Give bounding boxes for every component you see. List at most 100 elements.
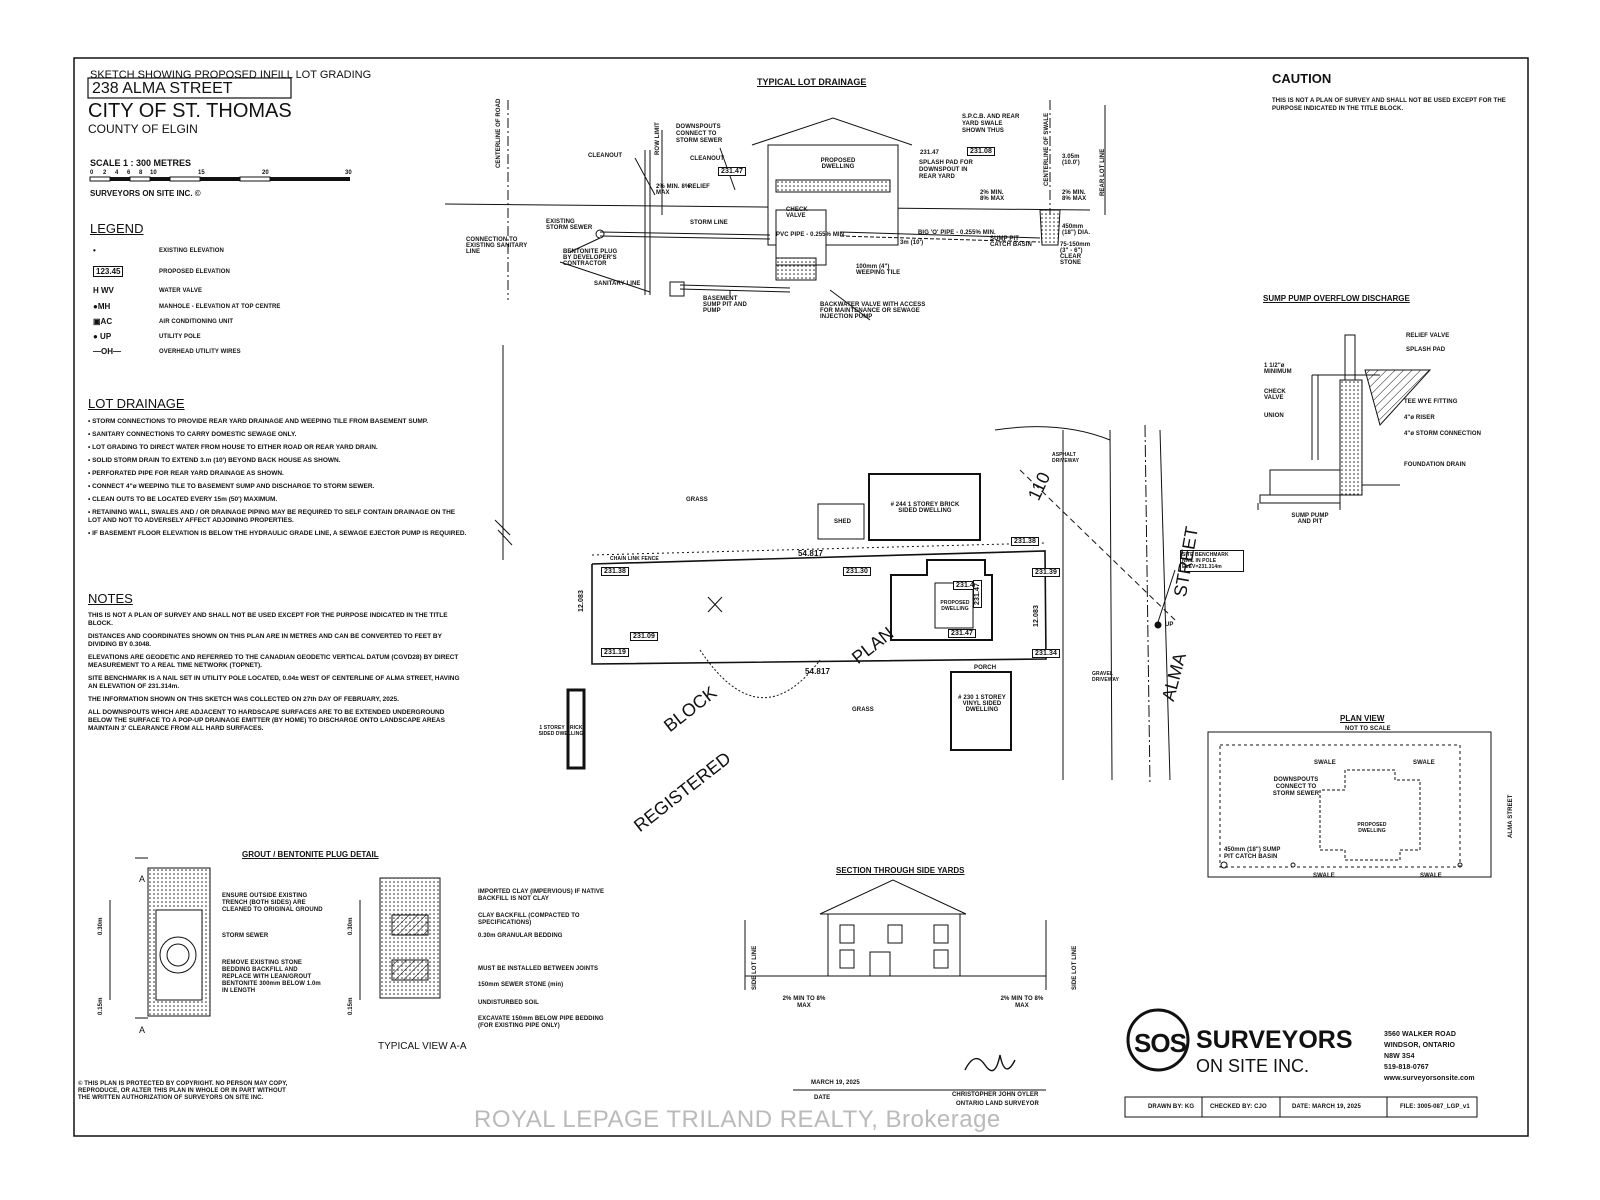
grout-dim-015-b: 0.15m [348,997,354,1015]
benchmark-label: SITE BENCHMARK NAIL IN POLE ELEV=231.314… [1180,550,1244,572]
grout-remove: REMOVE EXISTING STONE BEDDING BACKFILL A… [222,960,321,994]
sump-check: CHECK VALVE [1264,389,1286,401]
signature-scribble [964,1054,1016,1072]
grass-label-2: GRASS [852,707,874,713]
label-spcb: S.P.C.B. AND REAR YARD SWALE SHOWN THUS [962,114,1020,134]
proposed-dwelling: PROPOSED DWELLING [940,600,970,612]
legend-symbol: 123.45 [93,266,124,277]
sump-pump-title: SUMP PUMP OVERFLOW DISCHARGE [1263,294,1410,303]
sump-riser: 4"ø RISER [1404,415,1435,421]
label-pvc-pipe: PVC PIPE - 0.255% MIN. [776,232,846,238]
label-min-2pct-b: 2% MIN. 8% MAX [980,190,1005,202]
plan-sump: 450mm (18") SUMP PIT CATCH BASIN [1224,847,1281,860]
grout-typical-view: TYPICAL VIEW A-A [378,1041,467,1052]
grout-detail [109,857,441,1019]
grout-imported: IMPORTED CLAY (IMPERVIOUS) IF NATIVE BAC… [478,889,605,902]
section-left-lot: SIDE LOT LINE [752,945,758,990]
note-item: ALL DOWNSPOUTS WHICH ARE ADJACENT TO HAR… [88,709,445,732]
legend-label: EXISTING ELEVATION [159,247,224,254]
legend-item: —OH—OVERHEAD UTILITY WIRES [93,344,373,359]
scale-tick-8: 8 [139,170,143,176]
sump-union: UNION [1264,413,1284,419]
note-item: DISTANCES AND COORDINATES SHOWN ON THIS … [88,633,442,648]
typical-lot-drainage-title: TYPICAL LOT DRAINAGE [757,77,867,87]
notes-title: NOTES [88,591,133,606]
legend-label: UTILITY POLE [159,333,201,340]
porch-label: PORCH [974,665,997,671]
plan-street: ALMA STREET [1508,794,1514,838]
section-right-lot: SIDE LOT LINE [1072,945,1078,990]
label-sump-pit: SUMP PIT CATCH BASIN [990,236,1032,248]
proposed-elev: 231.39 [1032,568,1061,577]
plan-downspouts: DOWNSPOUTS CONNECT TO STORM SEWER [1272,777,1320,797]
grout-150: 150mm SEWER STONE (min) [478,982,564,988]
label-dist-305: 3.05m (10.0') [1062,154,1080,166]
label-relief: RELIEF [688,184,710,190]
label-cleanout-1: CLEANOUT [588,153,623,159]
gravel-label: GRAVEL DRIVEWAY [1092,671,1120,683]
label-weeping: 100mm (4") WEEPING TILE [856,264,901,276]
legend-item: •EXISTING ELEVATION [93,240,373,261]
house-south: # 230 1 STOREY VINYL SIDED DWELLING [958,695,1006,713]
proposed-elev: 231.19 [601,648,630,657]
up-label: UP [1165,622,1174,628]
note-item: THIS IS NOT A PLAN OF SURVEY AND SHALL N… [88,612,448,627]
sump-relief: RELIEF VALVE [1406,333,1450,339]
legend-symbol: ●MH [93,302,111,311]
lot-dim-top: 54.817 [798,549,824,558]
realty-watermark: ROYAL LEPAGE TRILAND REALTY, Brokerage [470,1106,1005,1134]
label-existing-storm: EXISTING STORM SEWER [546,219,593,231]
label-backwater: BACKWATER VALVE WITH ACCESS FOR MAINTENA… [820,302,926,320]
label-elev-231-47a: 231.47 [718,167,747,176]
plan-swale-3: SWALE [1313,873,1335,879]
lot-drainage-item: • SOLID STORM DRAIN TO EXTEND 3.m (10') … [88,457,341,464]
label-row-limit: ROW LIMIT [655,122,661,155]
footer-copyright: © THIS PLAN IS PROTECTED BY COPYRIGHT. N… [78,1081,288,1101]
grout-excavate: EXCAVATE 150mm BELOW PIPE BEDDING (FOR E… [478,1016,604,1029]
label-splash-pad: SPLASH PAD FOR DOWNSPOUT IN REAR YARD [919,160,973,180]
grout-storm: STORM SEWER [222,933,269,939]
company-address-3: N8W 3S4 [1384,1053,1415,1060]
proposed-elev: 231.30 [843,567,872,576]
scale-tick-15: 15 [198,170,205,176]
grout-a-bottom: A [139,1025,146,1035]
sketch-title: SKETCH SHOWING PROPOSED INFILL LOT GRADI… [90,69,372,81]
lot-drainage-item: • SANITARY CONNECTIONS TO CARRY DOMESTIC… [88,431,297,438]
legend-label: OVERHEAD UTILITY WIRES [159,348,241,355]
label-big-o: BIG 'O' PIPE - 0.255% MIN. [918,230,996,236]
label-bentonite: BENTONITE PLUG BY DEVELOPER'S CONTRACTOR [563,249,618,267]
plan-view-subtitle: NOT TO SCALE [1345,726,1391,732]
sump-tee: TEE WYE FITTING [1404,399,1458,405]
proposed-elev: 231.34 [1032,649,1061,658]
grout-a-top: A [139,874,146,884]
address-box [87,77,292,99]
signature-role: ONTARIO LAND SURVEYOR [956,1101,1039,1107]
lot-drainage-list: • STORM CONNECTIONS TO PROVIDE REAR YARD… [88,418,468,543]
label-proposed-dwelling: PROPOSED DWELLING [820,158,856,170]
lot-dim-left: 12.083 [578,589,585,612]
scale-bar [89,176,350,182]
legend-label: MANHOLE - ELEVATION AT TOP CENTRE [159,303,281,310]
scale-tick-4: 4 [115,170,119,176]
legend-symbol: ▣AC [93,317,113,326]
company-phone: 519-818-0767 [1384,1064,1429,1071]
logo-rings [1126,1008,1190,1072]
label-min-2pct-a: 2% MIN. 8% MAX [656,184,691,196]
section-left-slope: 2% MIN TO 8% MAX [782,996,826,1009]
sheet-border [73,57,1529,1137]
signature-name: CHRISTOPHER JOHN OYLER [952,1092,1039,1098]
label-centerline-road: CENTERLINE OF ROAD [496,98,502,168]
footer-date: DATE: MARCH 19, 2025 [1292,1104,1361,1110]
label-centerline-swale: CENTERLINE OF SWALE [1044,112,1050,186]
plan-view-title: PLAN VIEW [1340,714,1385,723]
address: 238 ALMA STREET [92,80,233,97]
grout-dim-030-a: 0.30m [98,917,104,935]
grout-must: MUST BE INSTALLED BETWEEN JOINTS [478,966,599,972]
scale-tick-20: 20 [262,170,269,176]
lot-drainage-section [444,100,1106,321]
lot-dim-right: 12.083 [1033,604,1040,627]
proposed-elev: 231.38 [601,567,630,576]
grout-bedding: 0.30m GRANULAR BEDDING [478,933,563,939]
